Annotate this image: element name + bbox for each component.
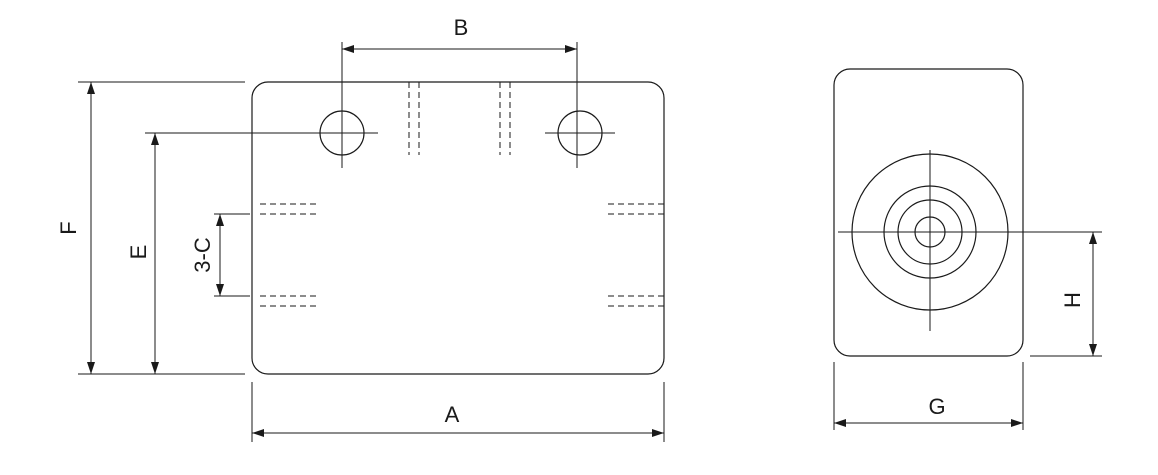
- dimension-h-label: H: [1060, 292, 1085, 308]
- dimension-e-label: E: [126, 245, 151, 260]
- front-view: B F E 3-C A: [56, 15, 665, 442]
- hidden-side-ports: [260, 203, 664, 307]
- side-body-outline: [833, 68, 1024, 357]
- dimension-g-label: G: [928, 394, 945, 419]
- front-body-outline: [251, 81, 665, 375]
- hidden-top-ports: [408, 82, 511, 155]
- side-view: H G: [833, 68, 1102, 430]
- dimension-b-label: B: [454, 15, 469, 40]
- dimension-f-label: F: [56, 221, 81, 234]
- dimension-a-label: A: [445, 402, 460, 427]
- dimension-c-label: 3-C: [190, 237, 215, 273]
